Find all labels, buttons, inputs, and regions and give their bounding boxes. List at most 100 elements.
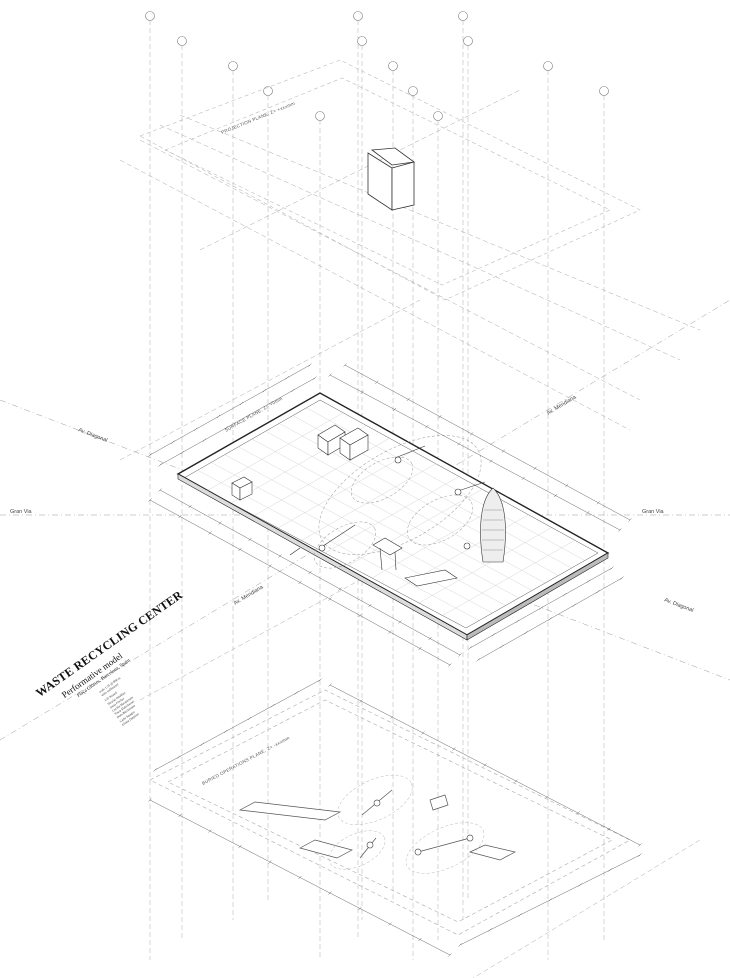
dimension-tick	[200, 742, 204, 746]
dimension-tick	[418, 937, 422, 942]
dimension-tick	[553, 493, 558, 498]
street-label-gran-via-right: Gran Via	[642, 509, 665, 515]
projector-box	[367, 147, 416, 211]
axis-bubble	[463, 36, 473, 46]
diagonal-axis-line	[199, 89, 521, 251]
dimension-line	[329, 374, 621, 531]
dimension-tick	[298, 580, 302, 585]
surface-grid-line	[277, 450, 413, 529]
dimension-line	[344, 364, 631, 521]
axis-bubble	[458, 11, 468, 21]
surface-grid-line	[442, 540, 575, 616]
dimension-tick	[178, 514, 182, 519]
dimension-tick	[578, 883, 582, 887]
dimension-tick	[500, 644, 504, 649]
dimension-tick	[548, 617, 552, 621]
dimension-tick	[607, 827, 611, 831]
dimension-tick	[457, 442, 461, 446]
dimension-tick	[171, 440, 175, 444]
dimension-tick	[406, 397, 411, 402]
operations-plane	[149, 689, 631, 936]
dimension-tick	[194, 427, 198, 431]
dimension-tick	[418, 646, 422, 651]
dimension-tick	[218, 521, 222, 525]
dimension-tick	[438, 414, 442, 419]
dimension-tick	[638, 853, 642, 857]
surface-grid-line	[324, 476, 460, 554]
dimension-tick	[178, 813, 182, 818]
dimension-tick	[488, 928, 492, 932]
dimension-tick	[518, 913, 522, 917]
dimension-tick	[469, 432, 474, 436]
dimension-tick	[153, 768, 157, 772]
diagonal-axis-line	[159, 124, 681, 361]
dimension-tick	[271, 704, 275, 708]
dimension-tick	[458, 943, 462, 947]
dimension-tick	[539, 606, 543, 610]
street-label-gran-via-left: Gran Via	[10, 509, 33, 515]
dimension-tick	[620, 576, 624, 580]
surface-grid-line	[301, 463, 436, 541]
dimension-chains	[148, 363, 642, 957]
surface-grid-line	[418, 527, 552, 604]
dimension-tick	[562, 592, 567, 597]
dimension-tick	[638, 843, 642, 847]
dimension-tick	[328, 597, 332, 601]
dimension-tick	[308, 363, 312, 367]
dimension-tick	[318, 678, 322, 682]
dimension-tick	[176, 755, 181, 759]
dimension-tick	[224, 426, 229, 430]
dimension-tick	[608, 868, 612, 872]
dimension-tick	[188, 504, 192, 509]
dimension-tick	[468, 646, 472, 650]
axis-bubble	[543, 61, 553, 71]
dimension-tick	[269, 401, 273, 405]
street-label-meridiana-top: Av. Meridiana	[546, 394, 578, 417]
axis-bubble	[388, 61, 398, 71]
dimension-tick	[491, 632, 496, 637]
operations-circles	[328, 774, 485, 874]
surface-circles	[313, 435, 482, 569]
diagonal-axis-line	[472, 839, 701, 978]
axis-bubble	[315, 111, 325, 121]
dimension-tick	[328, 891, 332, 895]
dimension-tick	[268, 564, 272, 568]
dimension-line	[154, 679, 321, 771]
projection-plane	[139, 59, 641, 301]
dimension-line	[149, 364, 311, 456]
dimension-tick	[388, 922, 392, 926]
dimension-tick	[148, 453, 152, 457]
axis-bubble	[599, 86, 609, 96]
surface-grid	[197, 407, 585, 621]
axis-bubble	[357, 36, 367, 46]
dimension-tick	[338, 587, 342, 591]
dimension-tick	[360, 390, 364, 394]
dimension-tick	[308, 570, 312, 575]
dimension-tick	[533, 466, 537, 471]
street-label-meridiana-bottom: Av. Meridiana	[233, 584, 265, 607]
dimension-tick	[268, 860, 272, 864]
dimension-tick	[328, 683, 332, 687]
dimension-tick	[448, 953, 452, 957]
axis-bubble	[353, 11, 363, 21]
dimension-tick	[313, 376, 317, 380]
diagonal-axis-line	[119, 299, 421, 461]
axis-bubble	[228, 61, 238, 71]
diagonal-axis-line	[139, 139, 641, 401]
dimension-tick	[158, 488, 162, 492]
dimension-tick	[596, 589, 600, 594]
dimension-tick	[368, 603, 372, 608]
grid-axis-bubbles	[145, 11, 609, 121]
axis-bubble	[433, 111, 443, 121]
dimension-tick	[572, 603, 576, 608]
dimension-tick	[359, 699, 363, 703]
dimension-tick	[424, 424, 429, 429]
surface-structures	[231, 424, 506, 587]
dimension-tick	[596, 501, 601, 505]
dimension-tick	[148, 498, 152, 502]
dimension-tick	[208, 829, 212, 833]
operations-plane-label: BURIED OPERATIONS PLANE, Z= -xxxmm	[201, 735, 290, 786]
dimension-tick	[298, 875, 302, 880]
dimension-tick	[158, 463, 162, 467]
